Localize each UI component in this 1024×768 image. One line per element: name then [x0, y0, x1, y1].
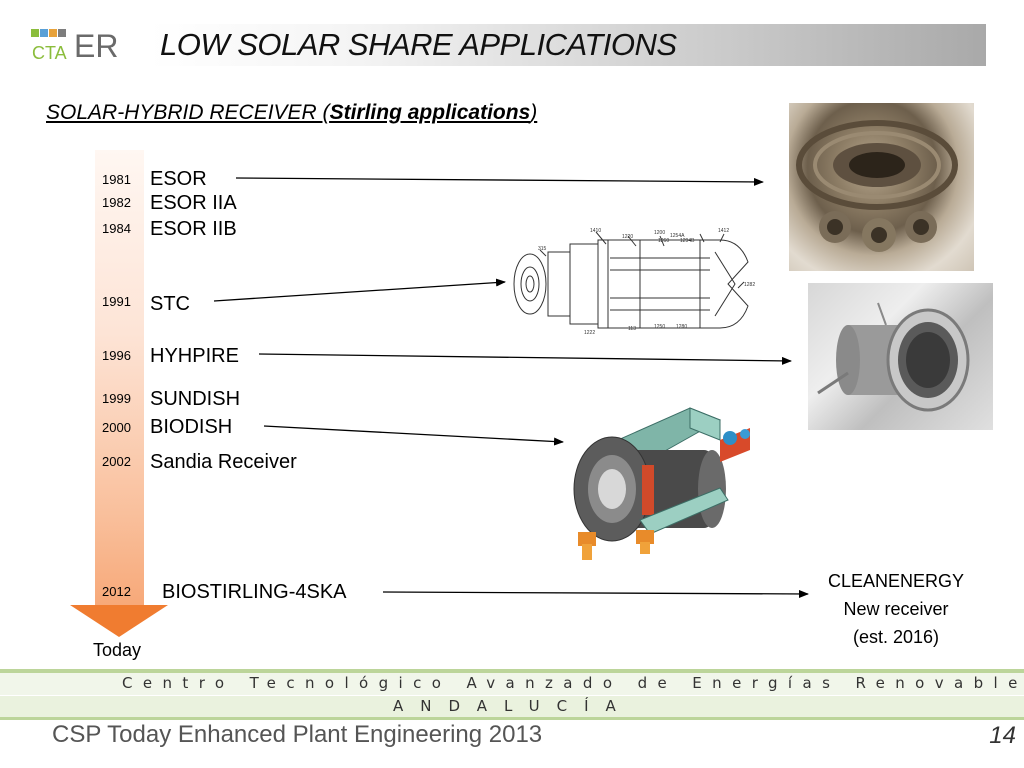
- part-label: 1220: [622, 234, 633, 240]
- footer-band: [0, 669, 1024, 673]
- part-label: 1294B: [680, 238, 695, 244]
- timeline-year: 1982: [102, 195, 131, 210]
- timeline-label: SUNDISH: [150, 388, 241, 410]
- slide-title: LOW SOLAR SHARE APPLICATIONS: [160, 27, 677, 62]
- arrow-biodish: [263, 425, 564, 446]
- timeline-year: 1981: [102, 172, 131, 187]
- today-label: Today: [93, 640, 142, 660]
- part-label: 1280: [676, 324, 687, 330]
- part-label: 1254A: [670, 233, 685, 239]
- subtitle-prefix: SOLAR-HYBRID RECEIVER (: [46, 101, 330, 124]
- part-label: 1200: [654, 230, 665, 236]
- sandia-receiver-illustration: [573, 407, 750, 560]
- svg-text:CTA: CTA: [32, 43, 67, 63]
- timeline-label: ESOR IIA: [150, 192, 237, 214]
- part-label: 1282: [744, 282, 755, 288]
- section-subtitle: SOLAR-HYBRID RECEIVER (Stirling applicat…: [46, 101, 537, 125]
- timeline-label: ESOR IIB: [150, 218, 237, 240]
- hyhpire-receiver-photo: [808, 283, 993, 430]
- timeline-year: 1996: [102, 348, 131, 363]
- ctaer-logo: CTA ER: [30, 26, 126, 64]
- cleanenergy-line: (est. 2016): [852, 627, 940, 647]
- timeline-year: 1999: [102, 391, 131, 406]
- timeline-label: ESOR: [150, 168, 207, 190]
- part-label: 1410: [590, 228, 601, 234]
- timeline-year: 1984: [102, 221, 131, 236]
- part-label: 315: [538, 246, 547, 252]
- part-label: 1250: [654, 324, 665, 330]
- cleanenergy-line: New receiver: [843, 599, 949, 619]
- timeline-label: HYHPIRE: [150, 345, 239, 367]
- arrow-esor: [235, 177, 764, 186]
- timeline-year: 2000: [102, 420, 131, 435]
- part-label: 1412: [718, 228, 729, 234]
- timeline-label: BIOSTIRLING-4SKA: [162, 581, 347, 603]
- part-label: 113: [628, 326, 636, 332]
- arrow-stc: [213, 278, 506, 302]
- stc-receiver-diagram: [513, 231, 749, 329]
- timeline-year: 2012: [102, 584, 131, 599]
- timeline-year: 1991: [102, 294, 131, 309]
- svg-text:ER: ER: [74, 28, 118, 64]
- cleanenergy-note: CLEANENERGY New receiver (est. 2016): [816, 567, 976, 651]
- footer-band: [0, 717, 1024, 720]
- centro-tagline: Centro Tecnológico Avanzado de Energías …: [122, 674, 1024, 692]
- stc-diagram-labels: 1410 1220 1200 1254A 1260 1294B 1412 315…: [538, 228, 755, 336]
- part-label: 1222: [584, 330, 595, 336]
- subtitle-suffix: ): [530, 101, 538, 124]
- arrow-hyhpire: [258, 353, 792, 365]
- andalucia-tagline: ANDALUCÍA: [393, 697, 633, 715]
- timeline-label: BIODISH: [150, 416, 233, 438]
- timeline-label: STC: [150, 293, 190, 315]
- arrow-biostirling: [382, 589, 809, 598]
- esor-receiver-photo: [789, 103, 974, 271]
- subtitle-bold: Stirling applications: [329, 101, 531, 124]
- timeline-arrow-head: [70, 605, 168, 637]
- page-number: 14: [989, 722, 1016, 749]
- part-label: 1260: [658, 238, 669, 244]
- footer-band: [0, 673, 1024, 695]
- footer-event-name: CSP Today Enhanced Plant Engineering 201…: [52, 721, 543, 748]
- cleanenergy-line: CLEANENERGY: [827, 571, 965, 591]
- timeline-bar: [95, 150, 144, 608]
- timeline-label: Sandia Receiver: [150, 451, 297, 473]
- title-bar: [150, 24, 986, 66]
- footer-band: [0, 696, 1024, 718]
- timeline-year: 2002: [102, 454, 131, 469]
